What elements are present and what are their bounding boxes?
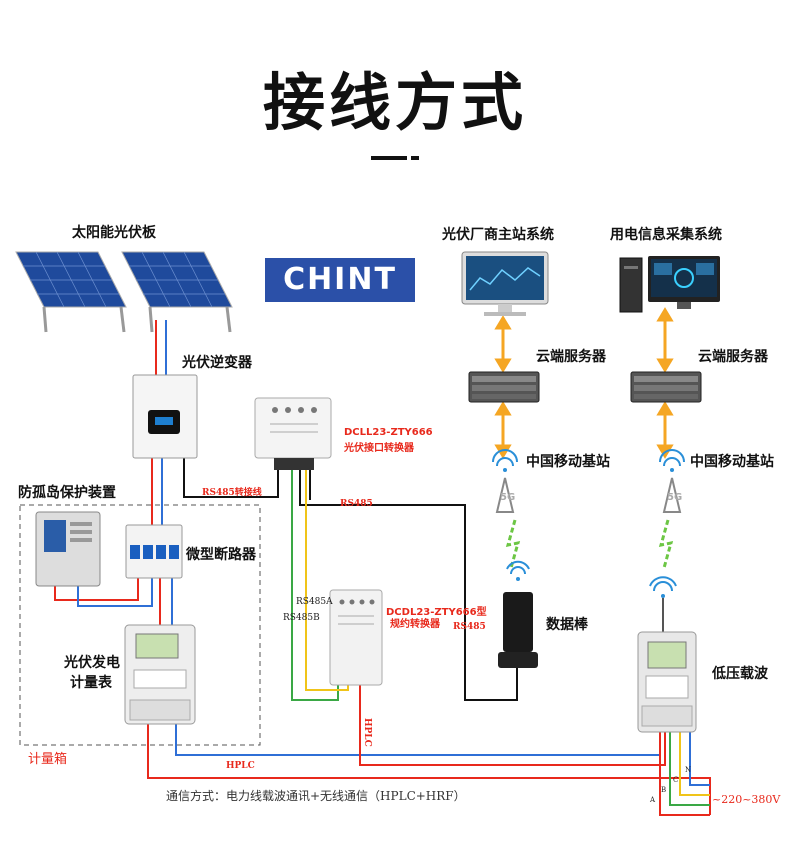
breaker-device [125,524,183,579]
phase-b-green [669,732,710,806]
rs485b-yellow [305,470,349,691]
meter-box-outline [19,504,261,746]
pv-meter-device [124,624,196,725]
breaker-label: 微型断路器 [186,547,256,563]
rs485-adapter-label: RS485转接线 [202,488,262,498]
base-station-label-2: 中国移动基站 [690,454,774,470]
wires [54,320,711,816]
svg-text:5G: 5G [500,492,515,503]
voltage-label: ~220~380V [712,793,781,806]
rs485a-green [291,470,339,701]
tower-2: 5G [659,449,685,513]
low-voltage-meter-device [637,576,697,733]
signal-bolts [505,519,674,569]
title-underline-dot [411,156,419,160]
pv-meter-label-1: 光伏发电 [64,655,120,671]
inverter-label: 光伏逆变器 [182,355,252,371]
phase-c-label: C [673,776,679,784]
breaker-meter-blue [77,578,153,607]
rs485-datastick-wire [299,470,518,701]
meter-lv-blue [175,724,661,756]
hplc-red [359,685,666,766]
breaker-meter-red [54,578,139,601]
page-title: 接线方式 [262,66,527,139]
anti-island-device [35,511,101,587]
phase-n-label: N [685,766,692,774]
interface-converter-device [254,397,332,470]
hplc-vert-label: HPLC [362,718,372,747]
phase-a-red [659,732,710,816]
rs485a-label: RS485A [296,597,333,607]
data-stick-device [498,560,538,668]
rs485-right-label: RS485 [453,622,486,632]
interface-converter-name: 光伏接口转换器 [344,443,414,454]
power-collect-label: 用电信息采集系统 [610,227,722,243]
svg-text:5G: 5G [667,492,682,503]
rs485-adapter-wire [183,458,279,498]
interface-converter-model: DCLL23-ZTY666 [344,427,433,438]
pv-master-label: 光伏厂商主站系统 [442,227,554,243]
inverter-device [132,374,198,459]
server-2 [630,371,702,403]
protocol-converter-name: 规约转换器 [390,619,440,630]
pv-master-computer [461,251,549,316]
rs485b-label: RS485B [283,613,320,623]
bolt-1 [505,519,521,569]
solar-panel-label: 太阳能光伏板 [72,225,156,241]
phase-a-label: A [650,796,656,804]
protocol-converter-device [329,589,383,686]
data-stick-label: 数据棒 [546,617,588,633]
solar-panels [15,251,233,333]
cloud-arrows [494,307,674,459]
anti-island-label: 防孤岛保护装置 [18,485,116,501]
title-underline [371,156,407,160]
meter-box-label: 计量箱 [28,752,68,767]
hplc-bottom-label: HPLC [226,761,255,771]
bolt-2 [658,519,674,569]
phase-n-blue [689,732,710,786]
pv-meter-label-2: 计量表 [70,675,112,691]
server-1 [468,371,540,403]
phase-c-yellow [679,732,710,796]
comm-method-note: 通信方式：电力线载波通讯+无线通信（HPLC+HRF） [166,789,466,803]
tower-1: 5G [492,449,518,513]
phase-b-label: B [661,786,667,794]
protocol-converter-model: DCDL23-ZTY666型 [386,607,487,618]
chint-logo-text: CHINT [283,262,397,297]
cloud-server-label-1: 云端服务器 [536,349,606,365]
cloud-server-label-2: 云端服务器 [698,349,768,365]
chint-logo [265,258,415,302]
meter-lv-red [147,724,711,815]
rs485-top-label: RS485 [340,499,373,509]
base-station-label-1: 中国移动基站 [526,454,610,470]
collect-computer [619,256,720,313]
low-voltage-label: 低压载波 [712,666,768,682]
